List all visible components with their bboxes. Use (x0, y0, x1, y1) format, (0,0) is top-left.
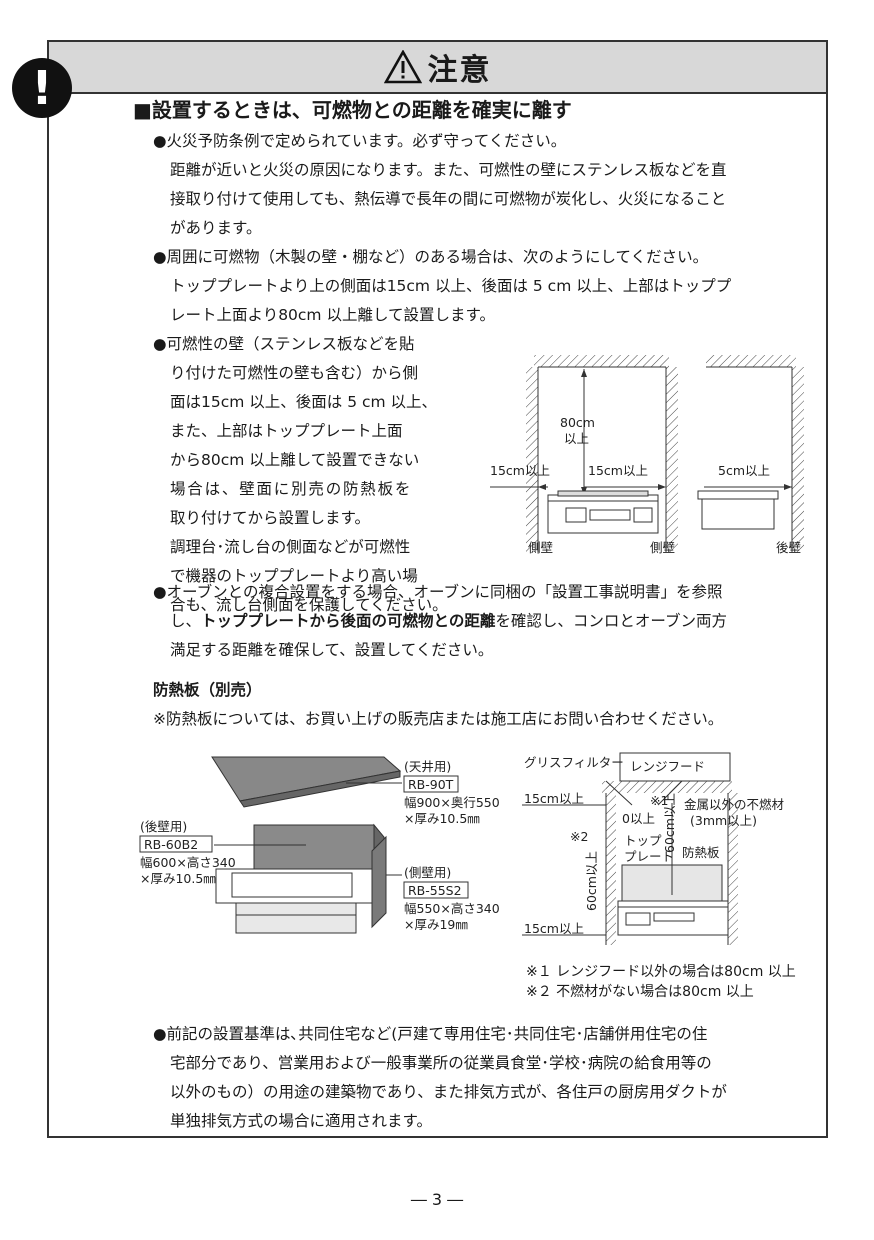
rear-dim-label: 幅600×高さ340 (140, 855, 236, 870)
rear-use-label: (後壁用) (140, 819, 187, 834)
note-mark-1: ※1 (650, 793, 668, 808)
nonflammable-label: (3mm以上) (690, 813, 757, 828)
side-wall-label: 側壁 (650, 540, 675, 555)
grease-filter-label: グリスフィルター (524, 755, 624, 770)
ceiling-dim-label: ×厚み10.5㎜ (404, 811, 480, 826)
bullet-combustible-wall: ●可燃性の壁（ステンレス板などを貼 り付けた可燃性の壁も含む）から側 面は15c… (153, 330, 473, 620)
bullet-text: し、トッププレートから後面の可燃物との距離を確認し、コンロとオーブン両方 (170, 607, 727, 636)
range-hood-label: レンジフード (630, 759, 705, 774)
nonflammable-label: 金属以外の不燃材 (684, 797, 784, 812)
note-mark-2: ※2 (570, 829, 588, 844)
heat-shield-diagram: (天井用) RB-90T 幅900×奥行550 ×厚み10.5㎜ (後壁用) R… (139, 756, 500, 934)
ceiling-model-label: RB-90T (408, 777, 454, 792)
ceiling-dim-label: 幅900×奥行550 (404, 795, 500, 810)
warning-triangle-icon (383, 50, 422, 84)
bullet-text: 調理台･流し台の側面などが可燃性 (170, 538, 411, 556)
rear-clearance-label: 5cm以上 (718, 463, 770, 478)
bullet-text: があります。 (170, 219, 262, 237)
bullet-standard: ●前記の設置基準は､共同住宅など(戸建て専用住宅･共同住宅･店舗併用住宅の住 (153, 1025, 708, 1043)
rear-wall-label: 後壁 (776, 540, 801, 555)
zero-clearance-label: 0以上 (622, 811, 655, 826)
clearance-80cm-label: 以上 (564, 431, 589, 446)
side-dim-label: ×厚み19㎜ (404, 917, 468, 932)
heat-shield-title: 防熱板（別売） (153, 681, 262, 699)
side-model-label: RB-55S2 (408, 883, 462, 898)
bullet-text: し、 (170, 612, 202, 630)
heat-shield-label: 防熱板 (682, 845, 720, 860)
side-clearance-label: 15cm以上 (524, 791, 584, 806)
rear-dim-label: ×厚み10.5㎜ (140, 871, 216, 886)
bullet-text: 面は15cm 以上、後面は 5 cm 以上、 (170, 393, 438, 411)
bullet-text: 以外のもの）の用途の建築物であり、また排気方式が、各住戸の厨房用ダクトが (170, 1083, 727, 1101)
bullet-text: トッププレートより上の側面は15cm 以上、後面は 5 cm 以上、上部はトップ… (170, 277, 732, 295)
clearance-80cm-label: 80cm (560, 415, 595, 430)
side-clearance-label: 15cm以上 (524, 921, 584, 936)
caution-header: 注意 (49, 42, 826, 94)
bullet-text: を確認し、コンロとオーブン両方 (495, 612, 727, 630)
bullet-text: 距離が近いと火災の原因になります。また、可燃性の壁にステンレス板などを直 (170, 161, 727, 179)
vertical-60cm-label: 60cm以上 (584, 851, 599, 911)
bullet-text: ●可燃性の壁（ステンレス板などを貼 (153, 335, 415, 353)
bullet-text: 場合は、壁面に別売の防熱板を (170, 480, 413, 498)
range-hood-diagram: グリスフィルター レンジフード 15cm以上 15cm以上 0以上 金属以外の不… (522, 752, 784, 945)
side-clearance-label: 15cm以上 (490, 463, 550, 478)
bullet-text: り付けた可燃性の壁も含む）から側 (170, 364, 419, 382)
bullet-text: 満足する距離を確保して、設置してください。 (170, 641, 494, 659)
bullet-combustibles: ●周囲に可燃物（木製の壁・棚など）のある場合は、次のようにしてください。 (153, 248, 709, 266)
bullet-text: 単独排気方式の場合に適用されます。 (170, 1112, 432, 1130)
bullet-text: また、上部はトッププレート上面 (170, 422, 403, 440)
side-wall-label: 側壁 (528, 540, 553, 555)
rear-model-label: RB-60B2 (144, 837, 198, 852)
bullet-emphasis: トッププレートから後面の可燃物との距離 (201, 612, 496, 630)
bullet-text: で機器のトッププレートより高い場 (170, 567, 418, 585)
footnote-1: ※１ レンジフード以外の場合は80cm 以上 (526, 964, 796, 980)
bullet-fire-ordinance: ●火災予防条例で定められています。必ず守ってください。 (153, 132, 567, 150)
side-dim-label: 幅550×高さ340 (404, 901, 500, 916)
clearance-diagram: 80cm 以上 15cm以上 15cm以上 側壁 側壁 5cm以上 後壁 (490, 355, 804, 555)
heat-shield-note: ※防熱板については、お買い上げの販売店または施工店にお問い合わせください。 (153, 710, 724, 728)
section-heading: ■設置するときは、可燃物との距離を確実に離す (133, 98, 572, 122)
bullet-text: 合も、流し台側面を保護してください。 (170, 596, 448, 614)
caution-title: 注意 (427, 53, 492, 88)
page-number: ― 3 ― (410, 1190, 464, 1209)
bullet-text: 宅部分であり、営業用および一般事業所の従業員食堂･学校･病院の給食用等の (170, 1054, 712, 1072)
footnote-2: ※２ 不燃材がない場合は80cm 以上 (526, 984, 754, 1000)
bullet-text: レート上面より80cm 以上離して設置します。 (170, 306, 495, 324)
top-plate-label: プレート (624, 849, 674, 864)
bullet-text: 取り付けてから設置します。 (170, 509, 370, 527)
bullet-text: 接取り付けて使用しても、熱伝導で長年の間に可燃物が炭化し、火災になること (170, 190, 727, 208)
side-use-label: (側壁用) (404, 865, 451, 880)
ceiling-use-label: (天井用) (404, 759, 451, 774)
top-plate-label: トップ (624, 833, 662, 848)
bullet-oven: ●オーブンとの複合設置をする場合、オーブンに同梱の「設置工事説明書」を参照 (153, 583, 723, 601)
vertical-60cm-label: 60cm以上 (662, 793, 677, 853)
side-clearance-label: 15cm以上 (588, 463, 648, 478)
caution-box: 注意 (47, 40, 828, 1138)
bullet-text: から80cm 以上離して設置できない (170, 451, 420, 469)
exclamation-icon: ! (12, 58, 72, 118)
